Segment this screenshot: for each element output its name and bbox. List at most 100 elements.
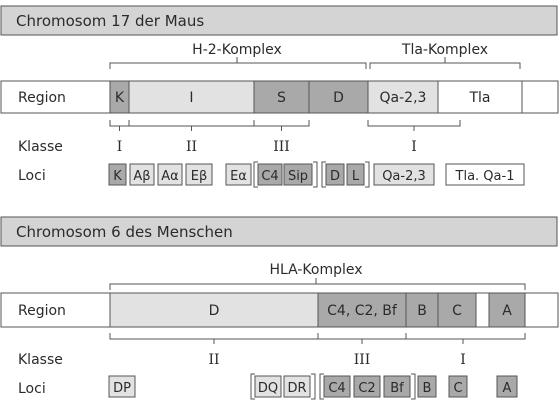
locus-sip (283, 163, 313, 186)
locus-ea-label: Eα (230, 169, 247, 184)
locus-tla-qa1-label: Tla. Qa-1 (455, 169, 515, 184)
locus-ab-label: Aβ (133, 169, 150, 184)
hla-complex-bracket (109, 283, 526, 290)
group-bracket-left-c4sip (253, 161, 258, 188)
locus-d-label: D (330, 169, 340, 184)
human-class-2: III (354, 352, 371, 368)
group-bracket-left-c4c2bf (319, 373, 324, 400)
locus-sip-label: Sip (288, 169, 308, 184)
human-region-label: Region (18, 303, 66, 319)
class-bracket-i (128, 120, 255, 127)
human-class-label: Klasse (18, 352, 63, 368)
locus-d (325, 163, 345, 186)
locus-b-label: B (423, 381, 432, 396)
region-d-label: D (333, 90, 344, 106)
group-bracket-right-dl (365, 161, 370, 188)
locus-ea (225, 163, 252, 186)
tla-complex-label: Tla-Komplex (401, 42, 488, 58)
locus-c (448, 375, 468, 398)
mouse-class-3: III (273, 139, 290, 155)
class-bracket-ii (109, 333, 319, 340)
region-c4c2bf-label: C4, C2, Bf (327, 303, 398, 319)
region-k-label: K (115, 90, 125, 106)
region-c4c2bf (317, 292, 407, 328)
locus-qa23 (373, 163, 435, 186)
tla-complex-bracket (369, 62, 521, 69)
group-bracket-right-c4sip (313, 161, 318, 188)
locus-eb (185, 163, 213, 186)
mouse-class-label: Klasse (18, 139, 63, 155)
locus-dr-label: DR (287, 381, 306, 396)
locus-tla-qa1 (445, 163, 525, 186)
locus-c2-label: C2 (358, 381, 375, 396)
locus-c2 (353, 375, 381, 398)
human-section: Chromosom 6 des Menschen HLA-Komplex Reg… (0, 216, 559, 400)
human-class-3: I (460, 352, 466, 368)
human-class-1: II (208, 352, 219, 368)
locus-aa-label: Aα (161, 169, 178, 184)
human-loci-label: Loci (18, 381, 46, 397)
locus-c4 (257, 163, 283, 186)
group-bracket-right-c4c2bf (411, 373, 416, 400)
mouse-loci-label: Loci (18, 168, 46, 184)
group-bracket-left-dl (321, 161, 326, 188)
region-qa23-label: Qa-2,3 (380, 90, 427, 106)
region-tla (437, 80, 523, 114)
region-s-label: S (277, 90, 286, 106)
locus-dp-label: DP (113, 381, 131, 396)
mouse-class-4: I (411, 139, 417, 155)
locus-c4-human (323, 375, 351, 398)
mouse-class-2: II (186, 139, 197, 155)
locus-dq-label: DQ (258, 381, 278, 396)
locus-b (417, 375, 437, 398)
region-i (128, 80, 255, 114)
h2-complex-bracket (109, 62, 367, 69)
locus-qa23-label: Qa-2,3 (382, 169, 426, 184)
class-bracket-k (109, 120, 130, 127)
region-hla-b (405, 292, 439, 328)
locus-dq (254, 375, 282, 398)
region-hla-b-label: B (417, 303, 427, 319)
locus-a-label: A (503, 381, 512, 396)
locus-l-label: L (352, 169, 360, 184)
locus-bf (383, 375, 411, 398)
mouse-section: Chromosom 17 der Maus H-2-Komplex Tla-Ko… (0, 5, 559, 188)
locus-k-label: K (113, 169, 122, 184)
mouse-title-bar (0, 5, 558, 36)
region-hla-c (437, 292, 477, 328)
region-tla-label: Tla (468, 90, 490, 106)
mouse-region-label: Region (18, 90, 66, 106)
class-bracket-qa (367, 120, 461, 127)
group-bracket-right-dqdr (311, 373, 316, 400)
mouse-title: Chromosom 17 der Maus (16, 12, 204, 30)
region-hla-a-label: A (502, 303, 512, 319)
region-hla-a (488, 292, 526, 328)
locus-ab (129, 163, 155, 186)
hla-complex-label: HLA-Komplex (269, 262, 362, 278)
mouse-class-1: I (117, 139, 123, 155)
class-bracket-iii (317, 333, 407, 340)
h2-complex-label: H-2-Komplex (192, 42, 282, 58)
locus-a (496, 375, 518, 398)
human-title: Chromosom 6 des Menschen (16, 223, 233, 241)
region-d (308, 80, 369, 114)
locus-k (108, 163, 127, 186)
region-hla-d-label: D (209, 303, 220, 319)
locus-aa (157, 163, 183, 186)
locus-dr (283, 375, 311, 398)
region-i-label: I (189, 90, 193, 106)
class-bracket-i-human (405, 333, 526, 340)
locus-eb-label: Eβ (191, 169, 208, 184)
locus-bf-label: Bf (390, 381, 404, 396)
locus-l (346, 163, 365, 186)
group-bracket-left-dqdr (250, 373, 255, 400)
region-hla-d (109, 292, 319, 328)
region-hla-c-label: C (452, 303, 462, 319)
human-title-bar (0, 216, 558, 247)
locus-c4-label: C4 (261, 169, 278, 184)
class-bracket-s (253, 120, 310, 127)
locus-dp (108, 375, 136, 398)
locus-c4-human-label: C4 (328, 381, 345, 396)
locus-c-label: C (453, 381, 462, 396)
